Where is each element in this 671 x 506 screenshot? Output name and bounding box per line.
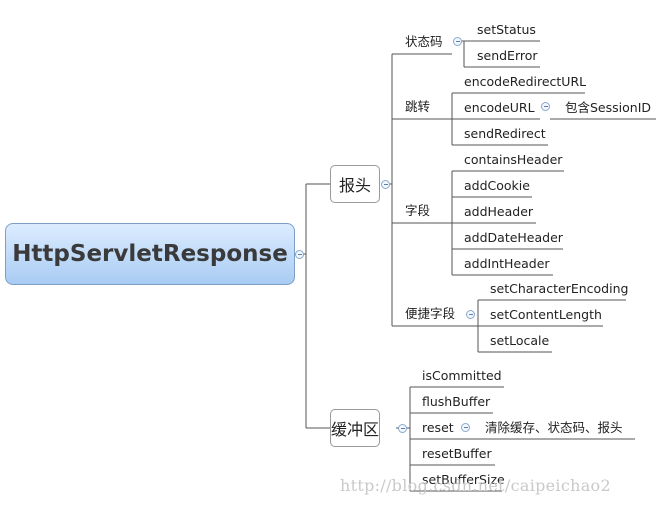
collapse-toggle-icon[interactable] <box>295 250 304 259</box>
encodeurl-note[interactable]: 包含SessionID <box>565 100 652 115</box>
root-label: HttpServletResponse <box>12 241 288 267</box>
collapse-toggle-icon[interactable] <box>398 424 407 433</box>
leaf-item[interactable]: addCookie <box>464 178 530 193</box>
leaf-item[interactable]: resetBuffer <box>422 446 492 461</box>
leaf-item[interactable]: isCommitted <box>422 368 502 383</box>
group-status-label[interactable]: 状态码 <box>405 34 443 49</box>
leaf-item[interactable]: setContentLength <box>490 307 602 322</box>
collapse-toggle-icon[interactable] <box>466 310 475 319</box>
group-redirect-label[interactable]: 跳转 <box>405 99 431 114</box>
group-fields-label[interactable]: 字段 <box>405 203 431 218</box>
group-shortcut-label[interactable]: 便捷字段 <box>405 306 456 321</box>
leaf-item[interactable]: setBufferSize <box>422 472 505 487</box>
header-branch-node[interactable]: 报头 <box>330 165 380 203</box>
leaf-item[interactable]: setCharacterEncoding <box>490 281 629 296</box>
header-branch-label: 报头 <box>338 176 371 195</box>
buffer-branch-label: 缓冲区 <box>331 420 380 439</box>
leaf-item[interactable]: encodeURL <box>464 100 535 115</box>
leaf-item[interactable]: flushBuffer <box>422 394 491 409</box>
leaf-item[interactable]: addDateHeader <box>464 230 563 245</box>
buffer-branch-node[interactable]: 缓冲区 <box>330 409 380 447</box>
leaf-item[interactable]: addIntHeader <box>464 256 550 271</box>
leaf-item[interactable]: sendRedirect <box>464 126 546 141</box>
collapse-toggle-icon[interactable] <box>541 102 550 111</box>
leaf-item[interactable]: containsHeader <box>464 152 563 167</box>
leaf-item[interactable]: encodeRedirectURL <box>464 74 587 89</box>
collapse-toggle-icon[interactable] <box>461 423 470 432</box>
watermark: http://blog.csdn.net/caipeichao2 <box>340 476 611 495</box>
collapse-toggle-icon[interactable] <box>453 37 462 46</box>
collapse-toggle-icon[interactable] <box>381 180 390 189</box>
leaf-item[interactable]: setLocale <box>490 333 550 348</box>
leaf-item[interactable]: reset <box>422 420 454 435</box>
leaf-item[interactable]: addHeader <box>464 204 534 219</box>
root-node[interactable]: HttpServletResponse <box>5 223 295 285</box>
leaf-item[interactable]: setStatus <box>477 22 536 37</box>
leaf-item[interactable]: sendError <box>477 48 538 63</box>
reset-note[interactable]: 清除缓存、状态码、报头 <box>485 420 623 435</box>
